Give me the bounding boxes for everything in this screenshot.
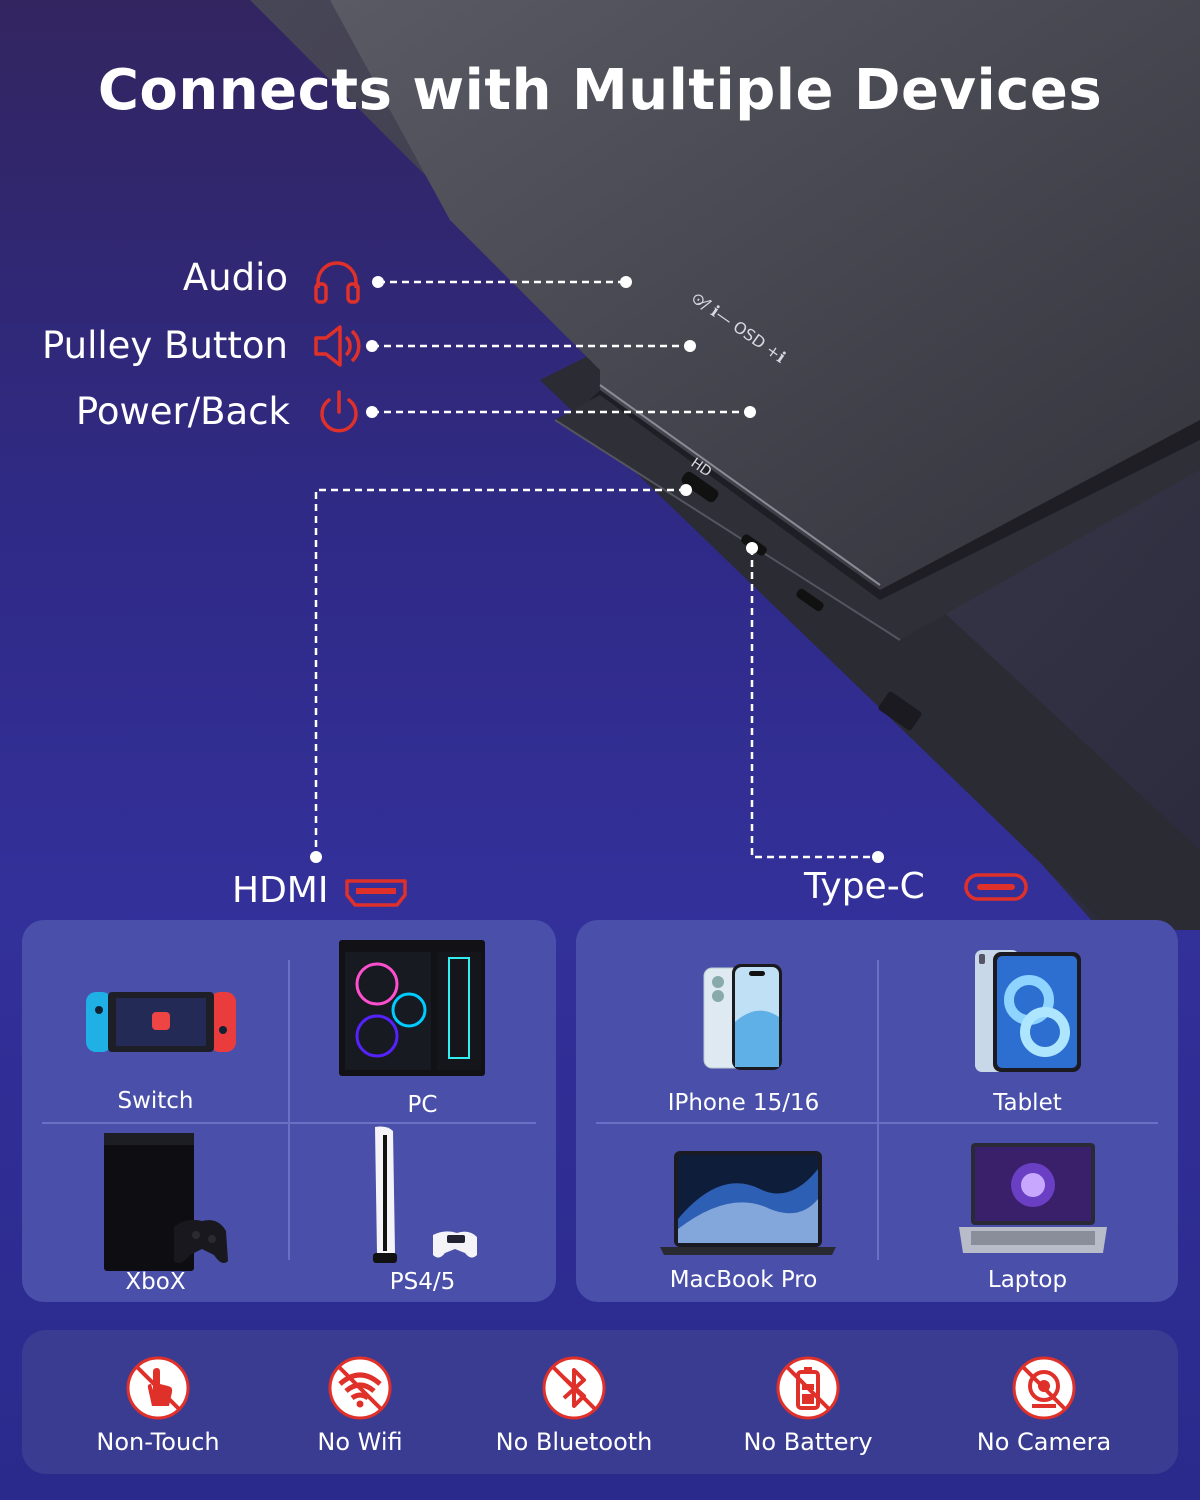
power-icon — [320, 390, 358, 433]
device-label: Laptop — [987, 1267, 1068, 1293]
features-bar: Non-Touch No Wifi No Bluetooth No B — [22, 1330, 1178, 1474]
device-label: MacBook Pro — [669, 1267, 818, 1293]
feature-no-wifi: No Wifi — [317, 1330, 403, 1474]
device-switch: Switch — [22, 920, 289, 1123]
panel-divider-horizontal — [42, 1122, 536, 1124]
page-title: Connects with Multiple Devices — [97, 58, 1103, 123]
device-label: Switch — [117, 1088, 194, 1114]
feature-no-battery: No Battery — [743, 1330, 873, 1474]
hdmi-port — [681, 471, 719, 503]
device-label: Tablet — [993, 1090, 1062, 1116]
switch-image — [86, 992, 236, 1052]
ps5-image — [373, 1126, 477, 1263]
pc-image — [339, 940, 485, 1076]
xbox-image — [104, 1133, 228, 1271]
stand-hinge — [878, 691, 922, 731]
feature-non-touch: Non-Touch — [96, 1330, 220, 1474]
feature-no-camera: No Camera — [977, 1330, 1111, 1474]
power-back-label: Power/Back — [75, 390, 290, 433]
device-pc: PC — [289, 920, 556, 1123]
panel-divider-vertical — [877, 960, 879, 1260]
device-macbook: MacBook Pro — [576, 1123, 911, 1302]
device-tablet: Tablet — [877, 920, 1178, 1123]
speaker-icon — [314, 325, 361, 367]
device-label: IPhone 15/16 — [667, 1090, 820, 1116]
device-label: XboX — [125, 1269, 186, 1295]
device-iphone: IPhone 15/16 — [576, 920, 911, 1123]
no-camera-icon — [1012, 1356, 1076, 1420]
feature-label: Non-Touch — [96, 1428, 220, 1456]
hdmi-devices-panel: Switch PC XboX PS4/5 — [22, 920, 556, 1302]
feature-label: No Wifi — [317, 1428, 403, 1456]
typec-port-2 — [796, 588, 824, 612]
device-laptop: Laptop — [877, 1123, 1178, 1302]
no-battery-icon — [776, 1356, 840, 1420]
hdmi-label: HDMI — [232, 870, 329, 911]
laptop-image — [959, 1143, 1107, 1253]
device-label: PC — [407, 1092, 438, 1118]
hdmi-port-icon — [345, 879, 407, 907]
monitor-illustration: ⊙/̸ ℹ— OSD +ℹ HD — [250, 0, 1200, 930]
typec-devices-panel: IPhone 15/16 Tablet MacBook Pro — [576, 920, 1178, 1302]
macbook-image — [660, 1151, 836, 1255]
tablet-image — [975, 950, 1081, 1072]
no-touch-icon — [126, 1356, 190, 1420]
no-wifi-icon — [328, 1356, 392, 1420]
typec-port-icon — [964, 873, 1028, 901]
device-ps: PS4/5 — [289, 1123, 556, 1302]
headphones-icon — [314, 261, 360, 304]
panel-divider-vertical — [288, 960, 290, 1260]
iphone-image — [703, 964, 782, 1070]
feature-no-bluetooth: No Bluetooth — [496, 1330, 652, 1474]
audio-label: Audio — [182, 256, 288, 299]
typec-label: Type-C — [804, 866, 925, 907]
feature-label: No Bluetooth — [495, 1428, 653, 1456]
device-xbox: XboX — [22, 1123, 289, 1302]
pulley-button-label: Pulley Button — [41, 324, 288, 367]
feature-label: No Camera — [976, 1428, 1112, 1456]
panel-divider-horizontal — [596, 1122, 1158, 1124]
no-bluetooth-icon — [542, 1356, 606, 1420]
device-label: PS4/5 — [389, 1269, 456, 1295]
feature-label: No Battery — [743, 1428, 873, 1456]
